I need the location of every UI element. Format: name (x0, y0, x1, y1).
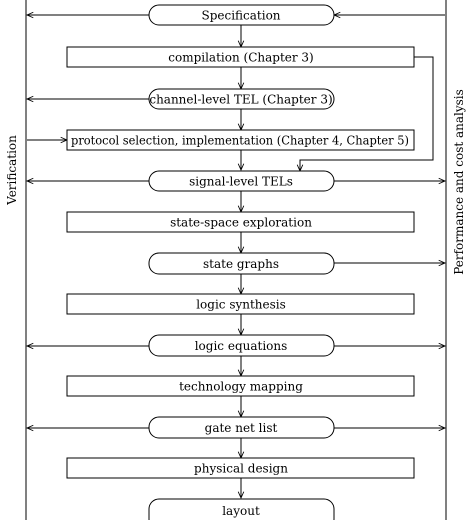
performance-analysis-label: Performance and cost analysis (452, 89, 466, 275)
node-logic-equations-label: logic equations (195, 339, 288, 353)
node-logic-equations: logic equations (148, 334, 335, 357)
node-signal-level-tels-label: signal-level TELs (189, 175, 293, 189)
verification-label: Verification (5, 135, 19, 206)
node-compilation: compilation (Chapter 3) (66, 46, 415, 68)
node-technology-mapping-label: technology mapping (179, 380, 303, 394)
node-state-space-exploration: state-space exploration (66, 211, 415, 233)
node-state-graphs: state graphs (148, 252, 335, 275)
node-gate-net-list: gate net list (148, 416, 335, 439)
node-protocol-selection-label: protocol selection, implementation (Chap… (71, 134, 409, 148)
node-channel-level-tel: channel-level TEL (Chapter 3) (148, 88, 335, 110)
node-signal-level-tels: signal-level TELs (148, 170, 335, 192)
node-physical-design: physical design (66, 457, 415, 479)
node-channel-level-tel-label: channel-level TEL (Chapter 3) (149, 93, 332, 107)
node-logic-synthesis: logic synthesis (66, 293, 415, 315)
node-gate-net-list-label: gate net list (205, 421, 278, 435)
node-technology-mapping: technology mapping (66, 375, 415, 397)
node-layout-label: layout (222, 504, 260, 518)
bypass-connector (300, 56, 434, 171)
node-compilation-label: compilation (Chapter 3) (168, 51, 313, 65)
node-layout: layout (148, 498, 335, 520)
node-specification-label: Specification (201, 9, 280, 23)
node-physical-design-label: physical design (194, 462, 288, 476)
node-state-space-exploration-label: state-space exploration (170, 216, 312, 230)
node-state-graphs-label: state graphs (203, 257, 279, 271)
node-protocol-selection: protocol selection, implementation (Chap… (66, 129, 415, 151)
side-connectors (27, 15, 445, 428)
node-logic-synthesis-label: logic synthesis (196, 298, 286, 312)
node-specification: Specification (148, 4, 335, 26)
